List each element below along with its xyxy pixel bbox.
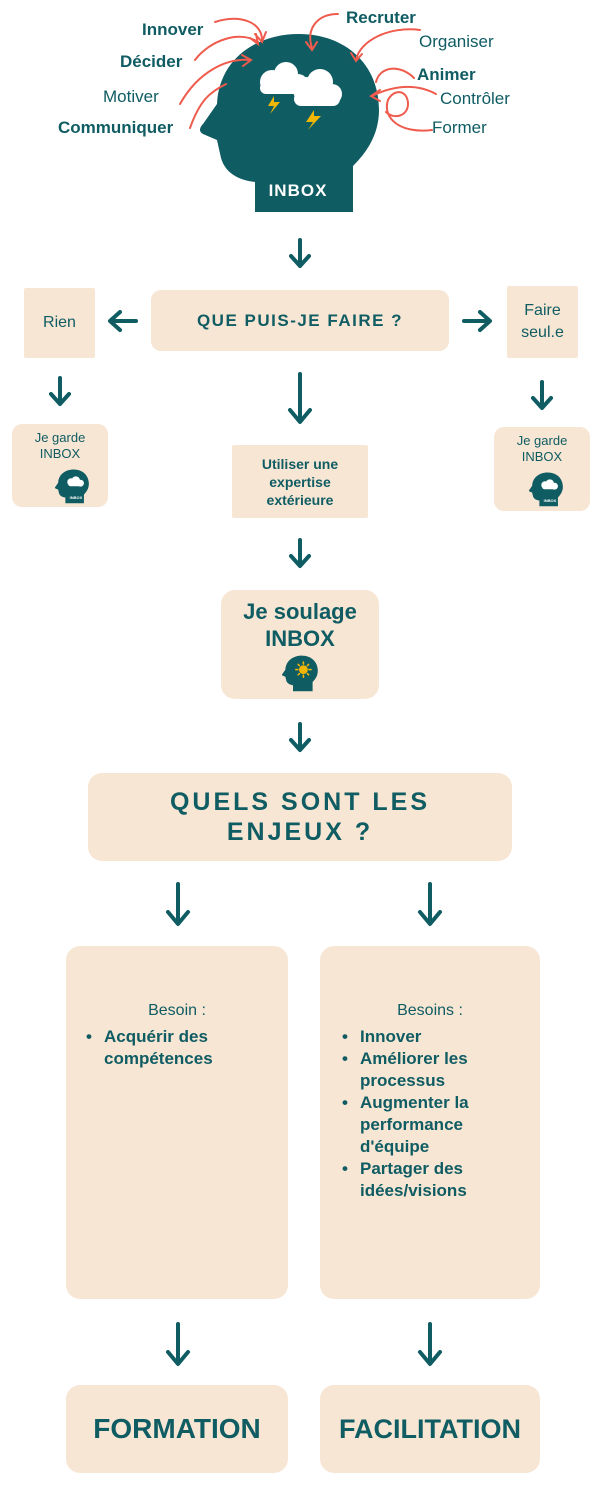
sunny-head-icon — [282, 655, 318, 692]
list-item: Partager des idées/visions — [338, 1158, 518, 1202]
option-seul-label-1: Faire — [524, 302, 561, 319]
arrow-left-icon — [108, 310, 138, 332]
arrow-down-icon — [289, 538, 311, 568]
list-item: Acquérir des compétences — [82, 1026, 272, 1070]
arrow-down-icon — [166, 1322, 190, 1366]
arrow-down-icon — [418, 1322, 442, 1366]
arrow-down-icon — [418, 882, 442, 926]
facilitation-box: FACILITATION — [320, 1385, 540, 1473]
arrow-down-icon — [531, 380, 553, 410]
keep-inbox-left-label-1: Je garde — [34, 430, 86, 445]
keep-inbox-right-label-1: Je garde — [516, 433, 568, 448]
word-innover: Innover — [142, 20, 204, 39]
facilitation-label: FACILITATION — [339, 1413, 521, 1444]
option-seul-label-2: seul.e — [521, 324, 564, 341]
arrow-right-icon — [462, 310, 492, 332]
word-organiser: Organiser — [419, 32, 494, 51]
option-rien-label: Rien — [43, 314, 76, 331]
word-decider: Décider — [120, 52, 183, 71]
formation-label: FORMATION — [93, 1413, 261, 1444]
head-icon — [200, 34, 379, 212]
needs-right-title: Besoins : — [397, 1002, 463, 1019]
head-icon — [54, 469, 89, 504]
head-icon — [528, 472, 563, 507]
word-former: Former — [432, 118, 487, 137]
word-recruter: Recruter — [346, 8, 416, 27]
expertise-label: Utiliser une expertise extérieure — [261, 455, 339, 508]
keep-inbox-left-mini-label: INBOX — [69, 495, 83, 500]
head-label: INBOX — [268, 181, 328, 200]
needs-left-title: Besoin : — [148, 1002, 206, 1019]
expertise-box: Utiliser une expertise extérieure — [232, 445, 368, 518]
storm-cloud-icon — [260, 62, 342, 130]
keep-inbox-right-mini-label: INBOX — [543, 498, 557, 503]
stakes-label-2: ENJEUX ? — [226, 818, 374, 846]
needs-left-list: Acquérir des compétences — [82, 1026, 272, 1070]
list-item: Innover — [338, 1026, 518, 1048]
question-label: QUE PUIS-JE FAIRE ? — [196, 310, 404, 330]
word-animer: Animer — [417, 65, 476, 84]
stakes-box: QUELS SONT LES ENJEUX ? — [88, 773, 512, 861]
stakes-label-1: QUELS SONT LES — [169, 788, 431, 816]
keep-inbox-left-box: Je garde INBOX INBOX — [12, 424, 108, 507]
keep-inbox-left-label-2: INBOX — [39, 446, 81, 461]
relief-label-1: Je soulage — [243, 599, 357, 624]
arrow-down-icon — [166, 882, 190, 926]
option-rien-box: Rien — [24, 288, 95, 358]
word-motiver: Motiver — [103, 87, 159, 106]
thought-arrows-decoration — [179, 13, 437, 132]
arrow-down-icon — [49, 376, 71, 406]
keep-inbox-right-box: Je garde INBOX INBOX — [494, 427, 590, 511]
option-seul-box: Faire seul.e — [507, 286, 578, 358]
relief-box: Je soulage INBOX — [221, 590, 379, 699]
arrow-down-icon — [288, 372, 312, 424]
keep-inbox-right-label-2: INBOX — [521, 449, 563, 464]
arrow-down-icon — [289, 722, 311, 752]
formation-box: FORMATION — [66, 1385, 288, 1473]
needs-right-box: Besoins : Innover Améliorer les processu… — [320, 946, 540, 1299]
list-item: Augmenter la performance d'équipe — [338, 1092, 518, 1158]
question-box: QUE PUIS-JE FAIRE ? — [151, 290, 449, 351]
relief-label-2: INBOX — [265, 626, 335, 651]
needs-left-box: Besoin : Acquérir des compétences — [66, 946, 288, 1299]
word-communiquer: Communiquer — [58, 118, 174, 137]
word-controler: Contrôler — [440, 89, 510, 108]
header-section: INBOX — [0, 0, 600, 220]
needs-right-list: Innover Améliorer les processus Augmente… — [338, 1026, 518, 1202]
arrow-down-icon — [289, 238, 311, 268]
list-item: Améliorer les processus — [338, 1048, 518, 1092]
